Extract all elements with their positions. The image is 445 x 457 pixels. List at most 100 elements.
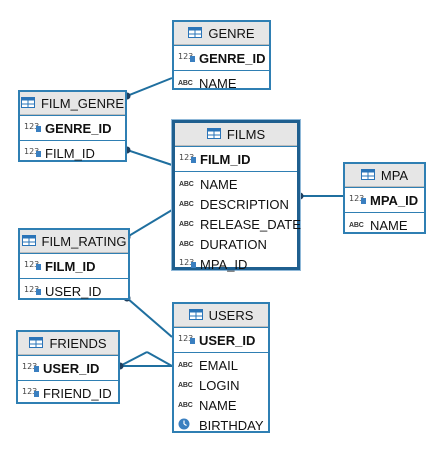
numeric-type-icon: 123 (22, 386, 43, 401)
column-row[interactable]: 123 FILM_ID (20, 256, 128, 276)
entity-mpa[interactable]: MPA 123 MPA_ID ABC NAME (343, 162, 426, 234)
numeric-type-icon: 123 (178, 333, 199, 348)
column-row[interactable]: ABC DESCRIPTION (175, 194, 297, 214)
column-row[interactable]: ABC RELEASE_DATE (175, 214, 301, 234)
column-name: DURATION (200, 236, 267, 252)
link-films-film-rating[interactable] (126, 209, 173, 238)
column-row[interactable]: 123 GENRE_ID (20, 118, 125, 138)
link-genre-film-genre[interactable] (126, 77, 173, 97)
entity-header: FILM_RATING (20, 230, 128, 253)
column-name: GENRE_ID (45, 120, 112, 136)
column-name: MPA_ID (200, 256, 248, 272)
entity-friends[interactable]: FRIENDS 123 USER_ID 123 FRIEND_ID (16, 330, 120, 404)
table-icon (29, 336, 44, 351)
entity-title: USERS (208, 307, 254, 323)
svg-text:123: 123 (24, 260, 39, 269)
column-row[interactable]: 123 FILM_ID (20, 143, 125, 163)
entity-header: GENRE (174, 22, 269, 45)
column-row[interactable]: 123 USER_ID (20, 281, 128, 301)
column-row[interactable]: BIRTHDAY (174, 415, 268, 435)
column-name: FILM_ID (45, 145, 95, 161)
entity-title: FILM_GENRE (40, 95, 125, 111)
svg-text:123: 123 (178, 52, 193, 61)
column-row[interactable]: ABC NAME (175, 174, 297, 194)
svg-text:123: 123 (179, 258, 194, 267)
svg-text:123: 123 (349, 194, 364, 203)
text-type-icon: ABC (178, 401, 193, 409)
column-name: USER_ID (199, 332, 256, 348)
link-friends-users-a[interactable] (119, 351, 148, 367)
entity-genre[interactable]: GENRE 123 GENRE_ID ABC NAME (172, 20, 271, 93)
text-type-icon: ABC (179, 180, 194, 188)
column-row[interactable]: 123 GENRE_ID (174, 48, 269, 68)
entity-header: FILMS (175, 123, 297, 146)
entity-title: FILM_RATING (41, 233, 127, 249)
text-type-icon: ABC (178, 79, 193, 87)
column-row[interactable]: 123 FRIEND_ID (18, 383, 118, 403)
column-row[interactable]: ABC NAME (174, 73, 269, 93)
column-row[interactable]: ABC NAME (345, 215, 424, 235)
svg-text:123: 123 (24, 285, 39, 294)
column-name: BIRTHDAY (199, 417, 264, 433)
column-name: NAME (199, 397, 237, 413)
entity-title: MPA (380, 167, 409, 183)
table-icon (188, 26, 203, 41)
column-name: GENRE_ID (199, 50, 266, 66)
entity-header: FILM_GENRE (20, 92, 125, 115)
text-type-icon: ABC (179, 200, 194, 208)
column-row[interactable]: 123 USER_ID (174, 330, 268, 350)
column-row[interactable]: 123 MPA_ID (175, 254, 297, 274)
column-row[interactable]: ABC DURATION (175, 234, 297, 254)
entity-header: USERS (174, 304, 268, 327)
column-name: NAME (370, 217, 408, 233)
entity-title: GENRE (208, 25, 255, 41)
column-row[interactable]: ABC LOGIN (174, 375, 268, 395)
column-name: DESCRIPTION (200, 196, 289, 212)
entity-header: FRIENDS (18, 332, 118, 355)
svg-text:123: 123 (24, 122, 39, 131)
entity-films[interactable]: FILMS 123 FILM_ID ABC NAME ABC DESCRIPTI… (172, 120, 301, 272)
numeric-type-icon: 123 (24, 259, 45, 274)
column-name: FRIEND_ID (43, 385, 112, 401)
text-type-icon: ABC (179, 240, 194, 248)
column-name: NAME (200, 176, 238, 192)
entity-film-rating[interactable]: FILM_RATING 123 FILM_ID 123 USER_ID (18, 228, 130, 300)
column-name: LOGIN (199, 377, 240, 393)
numeric-type-icon: 123 (178, 51, 199, 66)
column-name: USER_ID (45, 283, 102, 299)
svg-text:123: 123 (178, 334, 193, 343)
entity-header: MPA (345, 164, 424, 187)
numeric-type-icon: 123 (24, 146, 45, 161)
column-row[interactable]: ABC EMAIL (174, 355, 268, 375)
table-icon (188, 308, 203, 323)
svg-text:123: 123 (179, 153, 194, 162)
numeric-type-icon: 123 (24, 121, 45, 136)
numeric-type-icon: 123 (349, 193, 370, 208)
column-row[interactable]: 123 USER_ID (18, 358, 118, 378)
text-type-icon: ABC (178, 381, 193, 389)
column-name: EMAIL (199, 357, 239, 373)
svg-text:123: 123 (22, 362, 37, 371)
link-users-film-rating[interactable] (126, 297, 173, 338)
table-icon (21, 234, 36, 249)
svg-text:123: 123 (24, 147, 39, 156)
column-row[interactable]: ABC NAME (174, 395, 268, 415)
table-icon (206, 127, 221, 142)
link-films-film-genre[interactable] (126, 149, 173, 166)
numeric-type-icon: 123 (22, 361, 43, 376)
numeric-type-icon: 123 (179, 257, 200, 272)
date-type-icon (178, 418, 199, 433)
column-name: FILM_ID (45, 258, 96, 274)
table-icon (20, 96, 35, 111)
column-row[interactable]: 123 FILM_ID (175, 149, 297, 169)
text-type-icon: ABC (178, 361, 193, 369)
link-friends-users-b[interactable] (146, 351, 173, 367)
column-row[interactable]: 123 MPA_ID (345, 190, 424, 210)
numeric-type-icon: 123 (24, 284, 45, 299)
table-icon (360, 168, 375, 183)
numeric-type-icon: 123 (179, 152, 200, 167)
entity-film-genre[interactable]: FILM_GENRE 123 GENRE_ID 123 FILM_ID (18, 90, 127, 162)
entity-users[interactable]: USERS 123 USER_ID ABC EMAIL ABC LOGIN AB… (172, 302, 270, 433)
entity-title: FILMS (226, 126, 266, 142)
column-name: USER_ID (43, 360, 100, 376)
